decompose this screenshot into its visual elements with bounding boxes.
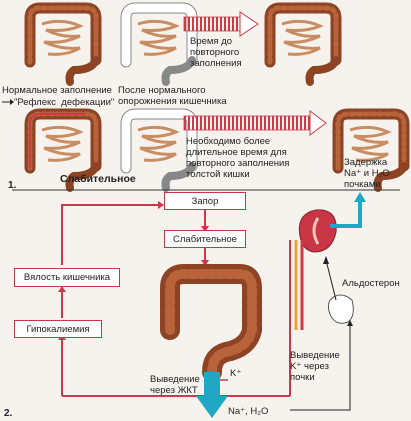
panel-number-1: 1. <box>8 180 17 191</box>
label-na-h2o: Na⁺, H₂O <box>228 406 269 417</box>
colon-full-1 <box>30 8 96 82</box>
box-sluggish-bowel: Вялость кишечника <box>14 268 120 287</box>
label-aldosterone: Альдостерон <box>342 278 400 289</box>
laxative-label: Слабительное <box>60 173 136 185</box>
colon-large <box>160 264 262 382</box>
time-arrow-long <box>183 110 327 136</box>
label-sodium-retention: Задержка Na⁺ и H₂O почками <box>344 157 390 190</box>
caption-reflex: "Рефлекс дефекации" <box>14 97 115 108</box>
panel-number-2: 2. <box>4 408 13 419</box>
colon-empty-1 <box>126 8 192 82</box>
label-excretion-gi: Выведение через ЖКТ <box>150 374 200 396</box>
caption-time-to-refill: Время до повторного заполнения <box>190 36 242 69</box>
label-excretion-kidney: Выведение K⁺ через почки <box>290 350 340 383</box>
colon-full-2 <box>270 8 336 82</box>
caption-longer-time: Необходимо более длительное время для по… <box>186 136 290 180</box>
caption-after-emptying: После нормального опорожнения кишечника <box>118 85 227 107</box>
box-hypokalemia: Гипокалиемия <box>14 320 102 338</box>
box-constipation: Запор <box>164 192 246 210</box>
caption-normal-filling: Нормальное заполнение <box>2 85 112 96</box>
time-arrow-short <box>183 11 259 37</box>
box-laxative: Слабительное <box>164 230 246 248</box>
kidney <box>294 209 337 330</box>
label-k-plus: K⁺ <box>230 368 242 379</box>
